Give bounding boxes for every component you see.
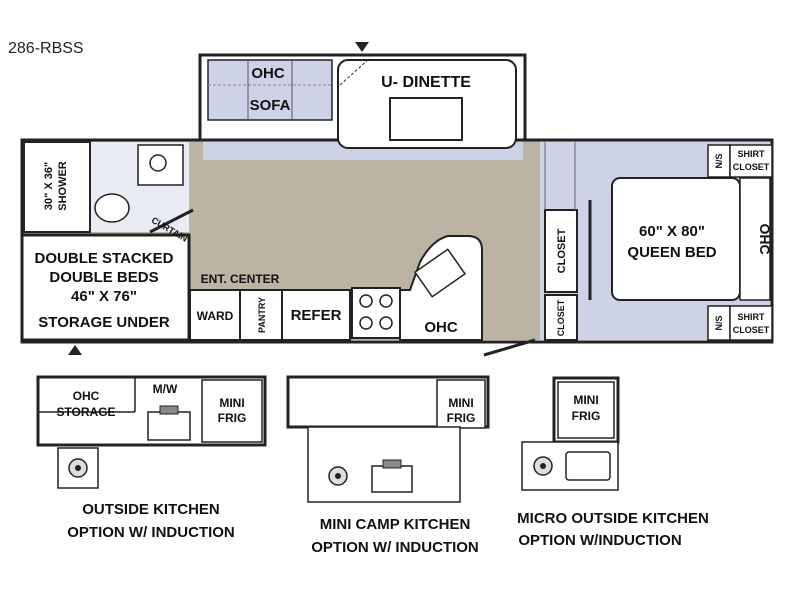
- micro-frig-label-2: FRIG: [572, 409, 601, 423]
- door-marker-top: [355, 42, 369, 52]
- ward-label: WARD: [197, 309, 234, 323]
- micro-frig: [557, 381, 615, 439]
- ohc-label: OHC: [251, 65, 285, 82]
- ns-top-label: N/S: [714, 153, 724, 168]
- mini-camp-caption-1: MINI CAMP KITCHEN: [320, 516, 471, 533]
- pantry-label: PANTRY: [257, 297, 267, 333]
- bunk-label-1: DOUBLE STACKED: [35, 250, 174, 267]
- closet-2-label: CLOSET: [556, 299, 566, 336]
- stove: [351, 287, 401, 339]
- mini-camp-frig-label-2: FRIG: [447, 411, 476, 425]
- micro-caption-1: MICRO OUTSIDE KITCHEN: [517, 510, 709, 527]
- bed-ohc-label: OHC: [757, 223, 773, 254]
- dinette-table: [389, 97, 463, 141]
- micro-caption-2: OPTION W/INDUCTION: [518, 532, 681, 549]
- ns-bottom-label: N/S: [714, 315, 724, 330]
- refer-label: REFER: [291, 307, 342, 324]
- closet-1-label: CLOSET: [556, 228, 568, 273]
- kitchen-ohc-label: OHC: [424, 319, 458, 336]
- shower-size-label: 30" X 36": [43, 162, 55, 210]
- toilet: [94, 193, 130, 223]
- queen-bed-size-label: 60" X 80": [639, 223, 705, 240]
- outside-frig-label-1: MINI: [219, 396, 244, 410]
- micro-kitchen-option: MINI FRIG MICRO OUTSIDE KITCHEN OPTION W…: [517, 376, 709, 549]
- closet-2: [544, 294, 578, 341]
- outside-mini-frig: [201, 379, 263, 443]
- shirt-bottom-label-1: SHIRT: [738, 312, 766, 322]
- main-floorplan: OHC SOFA U- DINETTE 30" X 36" SHOWER CUR…: [20, 42, 774, 357]
- mini-camp-frig: [436, 379, 486, 429]
- refer-cabinet: [281, 289, 351, 341]
- mini-camp-caption-2: OPTION W/ INDUCTION: [311, 539, 479, 556]
- kitchen-sink: [413, 248, 467, 298]
- bunk-label-3: 46" X 76": [71, 288, 137, 305]
- shower: [23, 141, 91, 233]
- sofa-label: SOFA: [250, 97, 291, 114]
- shirt-top-label-2: CLOSET: [733, 162, 770, 172]
- shirt-closet-bottom: [729, 305, 773, 341]
- closet-1: [544, 209, 578, 293]
- ent-center-label: ENT. CENTER: [201, 272, 280, 286]
- mini-camp-frig-label-1: MINI: [448, 396, 473, 410]
- bunk-label-2: DOUBLE BEDS: [49, 269, 158, 286]
- shirt-top-label-1: SHIRT: [738, 149, 766, 159]
- bunk-beds: [20, 233, 191, 342]
- outside-storage-label: STORAGE: [56, 405, 115, 419]
- mini-camp-sink: [371, 465, 413, 493]
- shirt-bottom-label-2: CLOSET: [733, 325, 770, 335]
- model-name: 286-RBSS: [8, 40, 84, 57]
- outside-kitchen-option: OHC STORAGE M/W MINI FRIG OUTSIDE KITCHE…: [36, 375, 267, 541]
- outside-caption-1: OUTSIDE KITCHEN: [82, 501, 220, 518]
- outside-mw-label: M/W: [153, 382, 178, 396]
- micro-sink: [565, 451, 611, 481]
- outside-frig-label-2: FRIG: [218, 411, 247, 425]
- outside-caption-2: OPTION W/ INDUCTION: [67, 524, 235, 541]
- door-marker-bottom: [68, 345, 82, 355]
- bunk-label-4: STORAGE UNDER: [38, 314, 170, 331]
- shirt-closet-top: [729, 144, 773, 178]
- outside-ohc-label: OHC: [73, 389, 100, 403]
- ward-cabinet: [189, 289, 241, 341]
- queen-bed-label: QUEEN BED: [627, 244, 716, 261]
- outside-sink: [147, 411, 191, 441]
- sofa: [207, 59, 333, 121]
- dinette-label: U- DINETTE: [381, 74, 471, 91]
- bed-ohc: [739, 177, 771, 301]
- shower-label: SHOWER: [57, 161, 69, 211]
- mini-camp-kitchen-option: MINI FRIG MINI CAMP KITCHEN OPTION W/ IN…: [286, 375, 490, 556]
- micro-frig-label-1: MINI: [573, 393, 598, 407]
